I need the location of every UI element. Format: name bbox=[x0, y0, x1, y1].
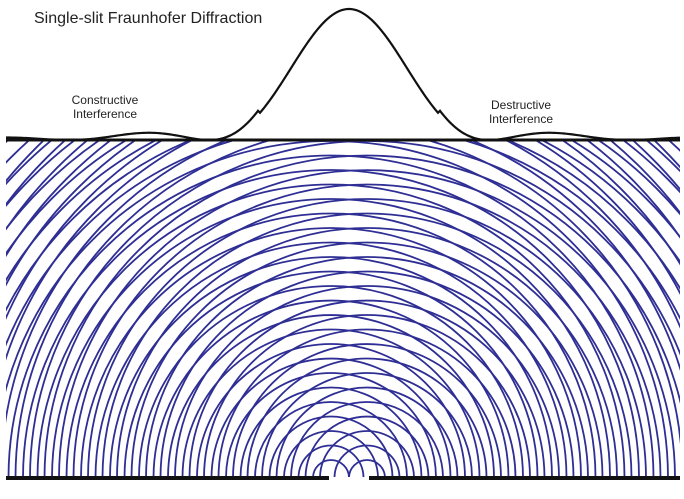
wavefront-arc bbox=[313, 460, 349, 478]
diagram-title: Single-slit Fraunhofer Diffraction bbox=[34, 10, 262, 28]
destructive-label-line1: Destructive bbox=[476, 98, 566, 112]
wavefront-arc bbox=[349, 460, 385, 478]
wavefront-arc bbox=[103, 214, 632, 479]
constructive-label-line1: Constructive bbox=[60, 93, 150, 107]
wavefront-arc bbox=[241, 388, 422, 478]
destructive-label-line2: Interference bbox=[476, 112, 566, 126]
wavefront-arc bbox=[67, 214, 596, 479]
wavefront-arc bbox=[277, 388, 458, 478]
wavefront-arc bbox=[320, 431, 414, 478]
constructive-interference-label: Constructive Interference bbox=[60, 93, 150, 121]
wavefront-arc bbox=[168, 315, 494, 478]
constructive-label-line2: Interference bbox=[60, 107, 150, 121]
wavefront-arc bbox=[117, 228, 617, 478]
wavefront-arc bbox=[204, 315, 530, 478]
destructive-interference-label: Destructive Interference bbox=[476, 98, 566, 126]
wavefront-arc bbox=[81, 228, 581, 478]
wavefront-arcs bbox=[0, 10, 684, 478]
wavefront-arc bbox=[284, 431, 378, 478]
